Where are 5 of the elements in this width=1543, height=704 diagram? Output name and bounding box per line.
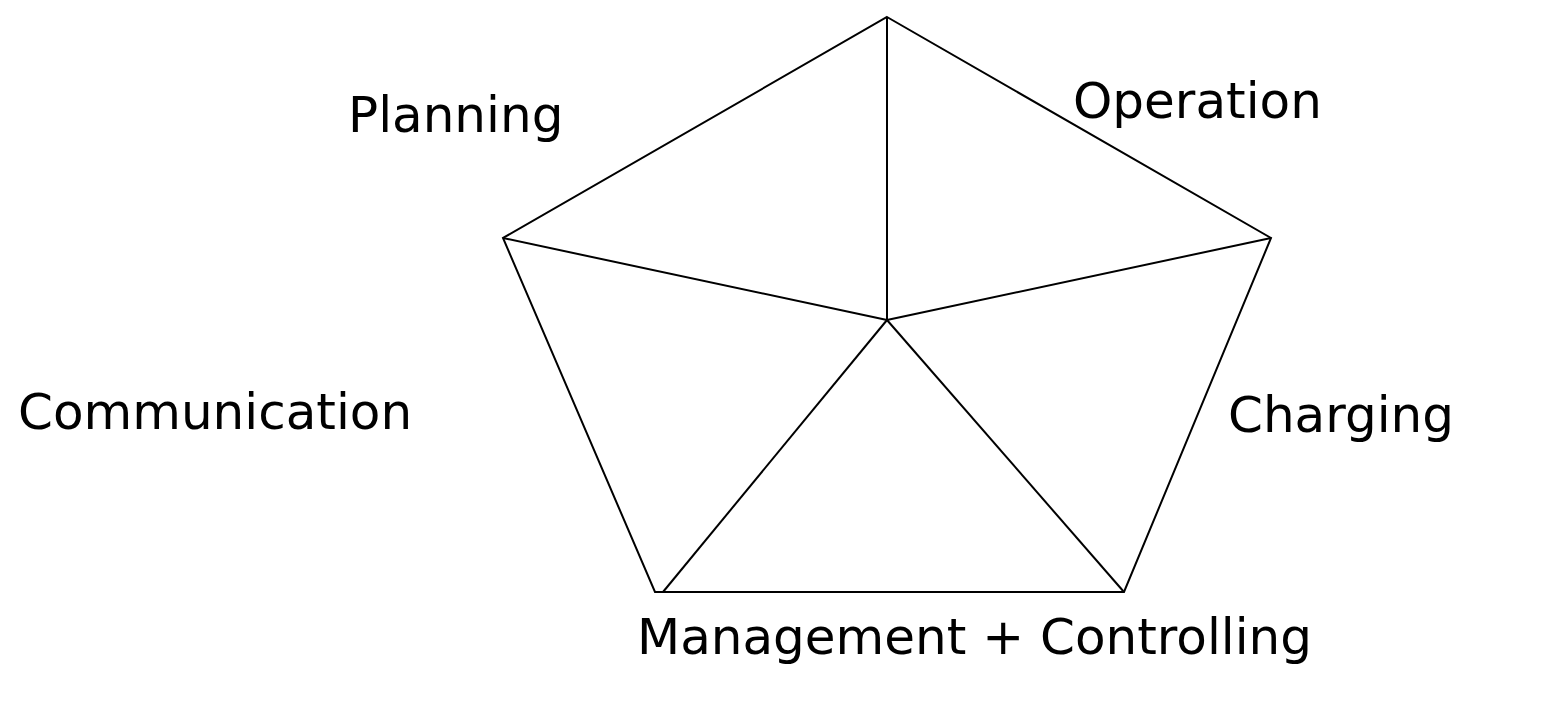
segment-label: Charging	[1228, 390, 1454, 440]
segment-label: Planning	[348, 90, 564, 140]
segment-label: Operation	[1073, 76, 1322, 126]
segment-label: Communication	[18, 387, 413, 437]
segment-label: Management + Controlling	[637, 612, 1312, 662]
